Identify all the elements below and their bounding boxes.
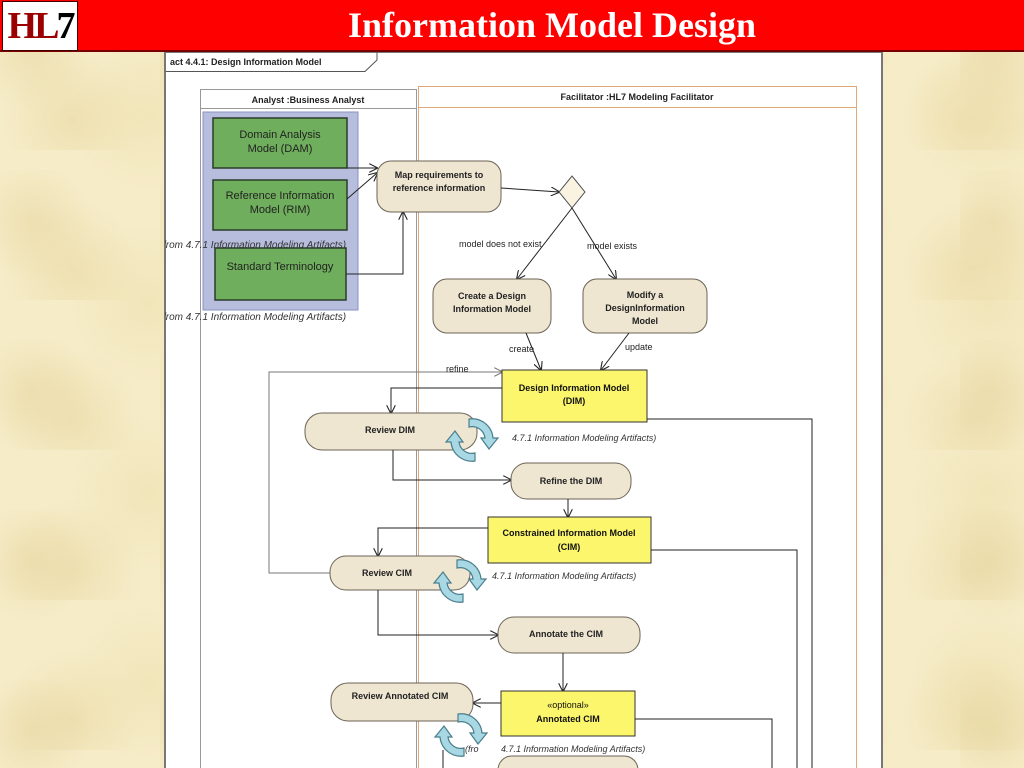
refine-dim-label: Refine the DIM [540,476,603,486]
artifact-source-note-1: from 4.7.1 Information Modeling Artifact… [165,240,346,251]
modify-design-label-1: Modify a [627,290,664,300]
activity-review-dim: Review DIM [304,412,478,451]
activity-next-partial [497,755,639,768]
create-design-label-1: Create a Design [458,291,526,301]
map-requirements-label-1: Map requirements to [395,170,484,180]
review-dim-label: Review DIM [365,425,415,435]
dam-artifact: Domain Analysis Model (DAM) [212,117,348,169]
cim-label-1: Constrained Information Model [502,528,635,538]
rim-artifact: Reference Information Model (RIM) [212,179,348,231]
decision-node [558,175,586,209]
diagram-panel: act 4.4.1: Design Information Model Anal… [164,52,883,768]
rim-label-1: Reference Information [226,190,335,202]
activity-map-requirements: Map requirements to reference informatio… [376,160,502,213]
analyst-lane-title: Analyst :Business Analyst [252,95,365,105]
dam-label-2: Model (DAM) [248,143,313,155]
activity-annotate-cim: Annotate the CIM [497,616,641,654]
dim-label-1: Design Information Model [519,383,630,393]
activity-modify-design: Modify a DesignInformation Model [582,278,708,334]
facilitator-lane-title: Facilitator :HL7 Modeling Facilitator [560,92,714,102]
modify-design-label-3: Model [632,316,658,326]
terminology-artifact: Standard Terminology [214,247,347,301]
activity-review-cim: Review CIM [329,555,471,591]
review-annotated-label: Review Annotated CIM [352,691,449,701]
activity-diagram: act 4.4.1: Design Information Model Anal… [165,52,882,768]
activity-refine-dim: Refine the DIM [510,462,632,500]
artifact-source-note-2: from 4.7.1 Information Modeling Artifact… [165,312,346,323]
terminology-label: Standard Terminology [227,261,334,273]
rim-label-2: Model (RIM) [250,204,311,216]
annotated-source-note: 4.7.1 Information Modeling Artifacts) [501,744,645,754]
annotate-cim-label: Annotate the CIM [529,629,603,639]
dim-label-2: (DIM) [563,396,586,406]
dim-source-note: 4.7.1 Information Modeling Artifacts) [512,433,656,443]
guard-create: create [509,344,534,354]
slide-title: Information Model Design [348,5,756,45]
cim-label-2: (CIM) [558,542,581,552]
activity-create-design: Create a Design Information Model [432,278,552,334]
hl7-logo: HL7 [2,1,78,51]
object-cim: Constrained Information Model (CIM) [487,516,652,564]
modify-design-label-2: DesignInformation [605,303,685,313]
object-annotated-cim: «optional» Annotated CIM [500,690,636,737]
guard-not-exist: model does not exist [459,239,542,249]
review-cim-label: Review CIM [362,568,412,578]
guard-update: update [625,342,653,352]
cim-source-note: 4.7.1 Information Modeling Artifacts) [492,571,636,581]
guard-exists: model exists [587,241,638,251]
object-dim: Design Information Model (DIM) [501,369,648,423]
title-bar: HL7 Information Model Design [0,0,1024,52]
annotated-stereotype: «optional» [547,700,589,710]
frame-label: act 4.4.1: Design Information Model [170,57,322,67]
annotated-label: Annotated CIM [536,714,600,724]
dam-label-1: Domain Analysis [239,129,321,141]
guard-refine: refine [446,364,469,374]
annotated-note-prefix: (fro [465,744,479,754]
frame: act 4.4.1: Design Information Model [165,52,882,768]
create-design-label-2: Information Model [453,304,531,314]
map-requirements-label-2: reference information [393,183,486,193]
activity-review-annotated: Review Annotated CIM [330,682,474,722]
